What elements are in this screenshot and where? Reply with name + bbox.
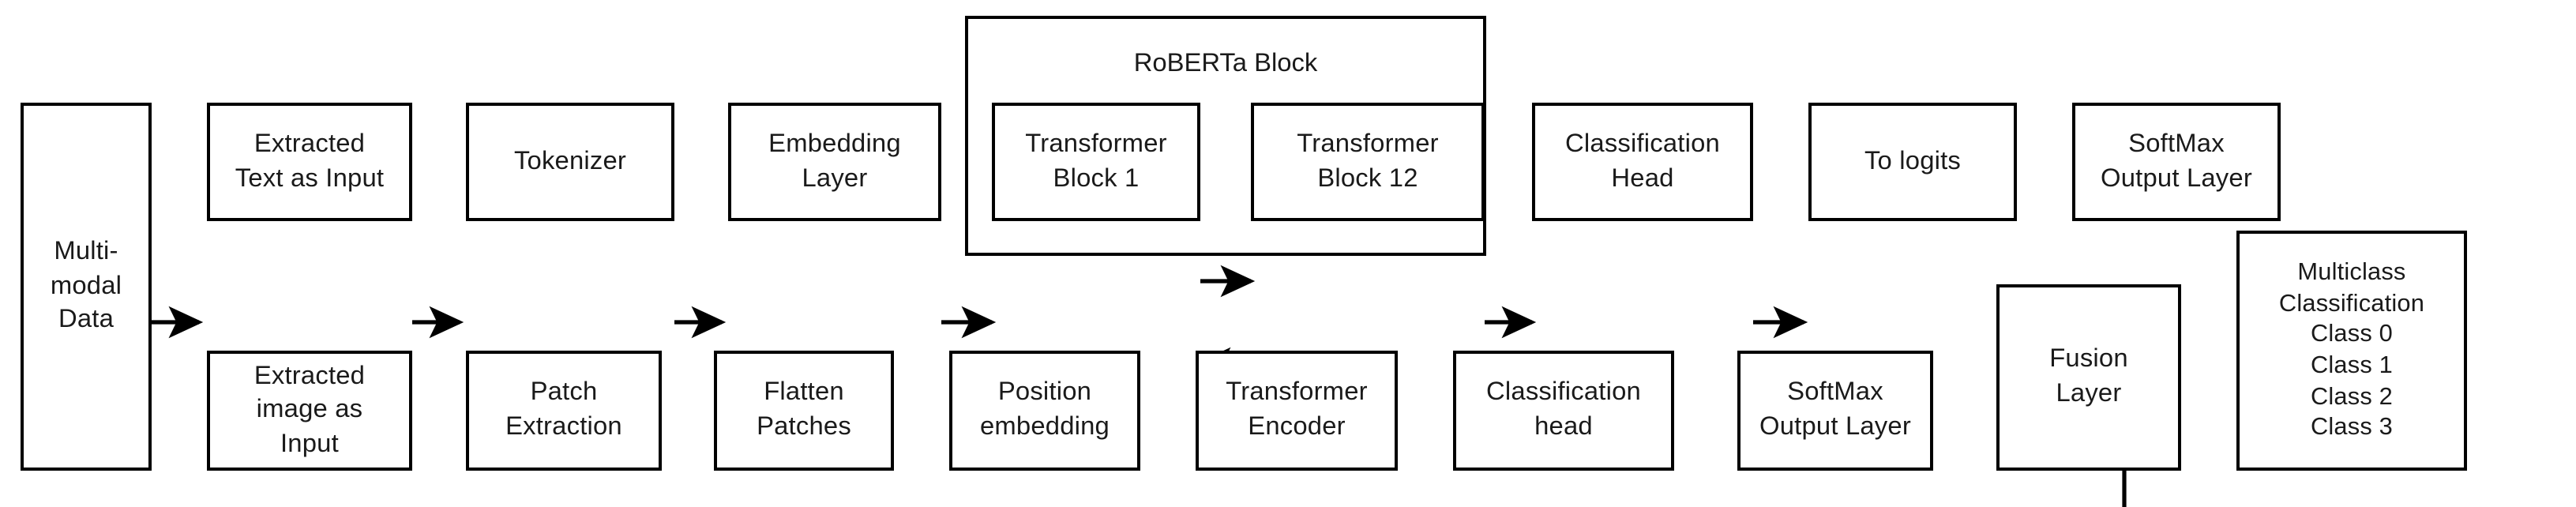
node-patch-extraction-label: Patch Extraction [505, 377, 622, 441]
node-transformer-block-1[interactable]: Transformer Block 1 [992, 103, 1200, 221]
node-tokenizer-label: Tokenizer [513, 146, 627, 175]
node-transformer-block-12-label: Transformer Block 12 [1297, 129, 1439, 192]
node-embedding-layer[interactable]: Embedding Layer [728, 103, 941, 221]
node-transformer-encoder-label: Transformer Encoder [1226, 377, 1368, 441]
node-extracted-text[interactable]: Extracted Text as Input [207, 103, 412, 221]
node-flatten-patches-label: Flatten Patches [757, 377, 851, 441]
node-extracted-image-label: Extracted image as Input [253, 361, 366, 458]
node-classification-head-top-label: Classification Head [1565, 129, 1720, 192]
node-softmax-output-layer-top[interactable]: SoftMax Output Layer [2072, 103, 2281, 221]
node-position-embedding[interactable]: Position embedding [949, 351, 1140, 471]
node-fusion-layer-label: Fusion Layer [2049, 344, 2128, 407]
roberta-block-label: RoBERTa Block [1133, 49, 1318, 77]
node-classification-head-top[interactable]: Classification Head [1532, 103, 1753, 221]
node-to-logits-label: To logits [1864, 146, 1962, 175]
node-multimodal-data[interactable]: Multi- modal Data [21, 103, 152, 471]
node-transformer-block-12[interactable]: Transformer Block 12 [1251, 103, 1485, 221]
node-embedding-layer-label: Embedding Layer [768, 129, 901, 192]
node-softmax-output-layer-bottom-label: SoftMax Output Layer [1759, 377, 1911, 441]
node-extracted-text-label: Extracted Text as Input [235, 129, 385, 192]
node-tokenizer[interactable]: Tokenizer [466, 103, 674, 221]
node-patch-extraction[interactable]: Patch Extraction [466, 351, 662, 471]
node-multimodal-data-label: Multi- modal Data [50, 237, 122, 334]
node-flatten-patches[interactable]: Flatten Patches [714, 351, 894, 471]
roberta-block-container [965, 16, 1486, 256]
node-classification-head-bottom-label: Classification head [1486, 377, 1641, 441]
node-multiclass-output-label: Multiclass Classification Class 0 Class … [2278, 258, 2425, 441]
node-transformer-block-1-label: Transformer Block 1 [1025, 129, 1167, 192]
node-softmax-output-layer-top-label: SoftMax Output Layer [2101, 129, 2252, 192]
node-extracted-image[interactable]: Extracted image as Input [207, 351, 412, 471]
node-transformer-encoder[interactable]: Transformer Encoder [1196, 351, 1398, 471]
node-classification-head-bottom[interactable]: Classification head [1453, 351, 1674, 471]
node-fusion-layer[interactable]: Fusion Layer [1996, 284, 2181, 471]
node-multiclass-output[interactable]: Multiclass Classification Class 0 Class … [2236, 231, 2467, 471]
node-softmax-output-layer-bottom[interactable]: SoftMax Output Layer [1737, 351, 1933, 471]
node-position-embedding-label: Position embedding [979, 377, 1110, 441]
node-to-logits[interactable]: To logits [1808, 103, 2017, 221]
